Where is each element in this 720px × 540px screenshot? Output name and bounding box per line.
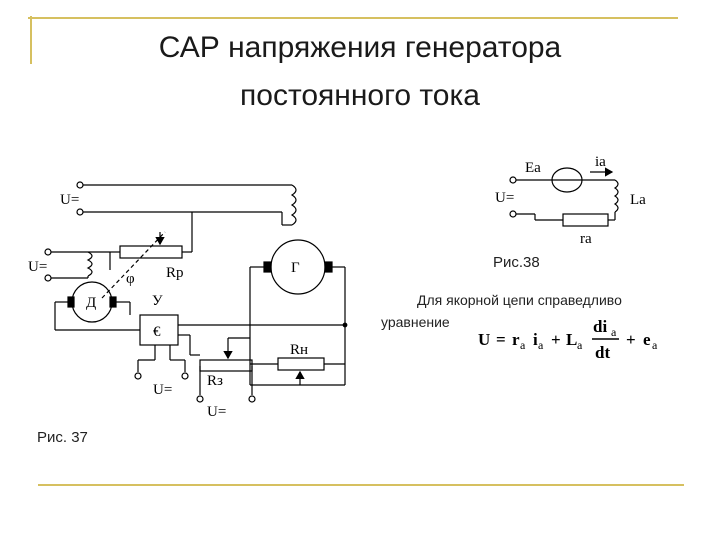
label-generator: Г: [291, 260, 300, 276]
label-u-top: U=: [60, 192, 79, 208]
label-ra: ra: [580, 231, 592, 247]
label-amp: У: [152, 293, 163, 309]
label-u-bot: U=: [207, 404, 226, 420]
note-line1: Для якорной цепи справедливо: [417, 292, 622, 308]
label-la: La: [630, 192, 646, 208]
terminal: [76, 181, 84, 189]
frame-left-rule: [30, 16, 32, 64]
inductance-la: [613, 179, 619, 213]
eq-i-sub: a: [538, 338, 544, 352]
terminal: [44, 274, 52, 282]
figure-38: [509, 167, 619, 227]
label-amp-symbol: €: [153, 324, 161, 340]
eq-e: e: [643, 330, 651, 349]
eq-r: r: [512, 330, 520, 349]
eq-equals: =: [496, 330, 506, 349]
label-u-left: U=: [28, 259, 47, 275]
label-motor: Д: [86, 295, 96, 311]
frame-top-rule: [28, 17, 678, 19]
eq-den: dt: [595, 343, 610, 362]
field-coil-left: [86, 251, 93, 277]
resistance-ra: [562, 213, 609, 227]
rheostat-rp: [119, 245, 183, 259]
note-line2: уравнение: [381, 314, 450, 330]
terminal: [76, 208, 84, 216]
frame-bottom-rule: [38, 484, 684, 486]
eq-num-sub: a: [611, 325, 617, 339]
eq-plus2: +: [626, 330, 636, 349]
eq-plus1: +: [551, 330, 561, 349]
eq-e-sub: a: [652, 338, 658, 352]
eq-l-sub: a: [577, 338, 583, 352]
caption-fig38: Рис.38: [493, 254, 540, 271]
eq-num: di: [593, 317, 607, 336]
caption-fig37: Рис. 37: [37, 429, 88, 446]
eq-lhs: U: [478, 330, 490, 349]
armature-equation: U = r a i a + L a di a dt + e a: [478, 317, 658, 362]
label-ia: ia: [595, 154, 606, 170]
eq-r-sub: a: [520, 338, 526, 352]
label-u-mid: U=: [153, 382, 172, 398]
label-rz: Rз: [207, 373, 223, 389]
label-ea: Ea: [525, 160, 541, 176]
eq-i: i: [533, 330, 538, 349]
slide-title-line1: САР напряжения генератора: [158, 31, 562, 64]
label-u-38: U=: [495, 190, 514, 206]
label-phi: φ: [126, 271, 135, 287]
terminal: [44, 248, 52, 256]
figure-37: [44, 181, 348, 403]
label-rp: Rр: [166, 265, 184, 281]
field-coil: [290, 184, 297, 226]
eq-l: L: [566, 330, 577, 349]
label-rn: Rн: [290, 342, 308, 358]
amplifier: [139, 314, 179, 346]
load-rn: [277, 357, 325, 371]
reference-rz: [199, 359, 253, 372]
slide-title-line2: постоянного тока: [240, 79, 480, 112]
